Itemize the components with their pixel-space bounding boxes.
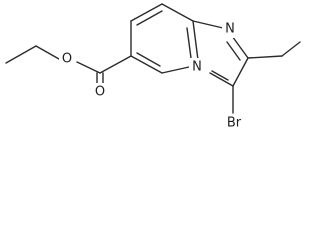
atom-o-carbonyl: O	[95, 85, 105, 100]
pyridine-bond-4-inner	[136, 52, 161, 67]
atom-labels: N N O O Br	[59, 20, 246, 132]
atom-br: Br	[227, 116, 242, 131]
pyridine-bond-1	[161, 3, 194, 22]
imidazole-bond-4	[209, 72, 234, 87]
imidazole-bond-2-inner	[226, 41, 241, 61]
methyl-bond	[247, 55, 283, 59]
imidazole-bond-3	[232, 57, 249, 87]
pyridine-bond-2-inner	[136, 10, 163, 26]
bond-o-carbonyl-c	[76, 61, 101, 74]
pyridine-bond-6-inner	[186, 27, 192, 59]
atom-n1: N	[225, 22, 235, 37]
bond-ch3-ch2	[5, 45, 37, 64]
chemical-structure: N N O O Br	[5, 3, 301, 132]
ring-system	[130, 3, 301, 114]
bond-ch2-o	[35, 45, 60, 60]
pyridine-bond-5	[161, 66, 190, 74]
imidazole-bond-2	[231, 35, 249, 59]
pyridine-bond-4	[130, 55, 163, 74]
atom-n2: N	[192, 60, 202, 75]
bond-ester-ring	[99, 55, 132, 74]
pyridine-bond-6	[192, 20, 199, 61]
bonds	[5, 45, 132, 86]
imidazole-bond-4-inner	[211, 70, 229, 81]
methyl-bond-end	[281, 41, 301, 57]
atom-o-ester: O	[62, 52, 72, 67]
imidazole-bond-1	[192, 20, 224, 29]
pyridine-bond-2	[130, 3, 163, 22]
